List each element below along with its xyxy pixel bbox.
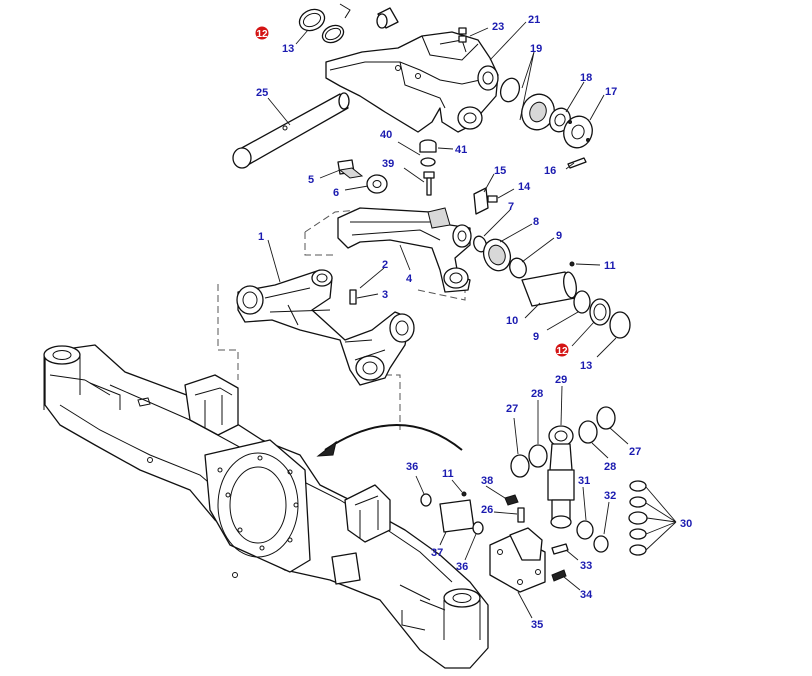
assembly-direction-arrow [316, 424, 463, 457]
callout-5: 5 [308, 174, 314, 186]
o-ring-9-top [509, 257, 527, 279]
callout-6: 6 [333, 187, 339, 199]
callout-12-bottom: 12 [556, 346, 568, 357]
sleeve-37 [439, 499, 475, 533]
callout-26: 26 [481, 504, 493, 516]
callout-40: 40 [380, 129, 392, 141]
o-ring-36-bottom [472, 521, 484, 535]
callout-13-top: 13 [282, 43, 294, 55]
callout-18: 18 [580, 72, 592, 84]
highlight-badge-12-bottom [555, 343, 569, 357]
callout-27-right: 27 [629, 446, 641, 458]
pin-26 [517, 507, 525, 523]
callout-15: 15 [494, 165, 506, 177]
callout-11-bottom: 11 [442, 468, 454, 480]
callout-35: 35 [531, 619, 543, 631]
callout-10: 10 [506, 315, 518, 327]
callout-32: 32 [604, 490, 616, 502]
callout-9-top: 9 [556, 230, 562, 242]
callout-37: 37 [431, 547, 443, 559]
leader-lines [267, 21, 677, 619]
callout-14: 14 [518, 181, 531, 193]
bearing-19 [521, 93, 555, 131]
callout-41: 41 [455, 144, 467, 156]
bolt-5 [337, 159, 364, 179]
seal-ring-12-bottom [589, 298, 611, 326]
bracket-15 [473, 187, 489, 215]
highlight-badge-12-top [255, 26, 269, 40]
seal-28-right [578, 420, 598, 444]
seal-28-left [528, 444, 548, 468]
callout-11-top: 11 [604, 260, 616, 272]
callout-labels: 12 13 23 21 19 18 17 25 40 41 39 16 15 5… [255, 14, 692, 631]
bolt-38 [504, 494, 519, 506]
axle-housing [43, 344, 489, 669]
pin-33 [551, 543, 569, 555]
callout-28-left: 28 [531, 388, 543, 400]
mounting-bracket-35 [489, 527, 546, 593]
ring-31 [576, 520, 594, 540]
callout-4: 4 [406, 273, 413, 285]
callout-25: 25 [256, 87, 268, 99]
bolt-34 [551, 569, 567, 582]
callout-8: 8 [533, 216, 539, 228]
callout-23: 23 [492, 21, 504, 33]
upper-link-arm [337, 207, 472, 293]
callout-19: 19 [530, 43, 542, 55]
pivot-bracket [236, 269, 415, 386]
callout-3: 3 [382, 289, 388, 301]
callout-21: 21 [528, 14, 540, 26]
callout-9-bottom: 9 [533, 331, 539, 343]
callout-33: 33 [580, 560, 592, 572]
o-ring-19 [499, 77, 521, 103]
callout-12-top: 12 [256, 29, 268, 40]
callout-16: 16 [544, 165, 556, 177]
seal-7 [473, 235, 487, 253]
seal-kit-30 [628, 480, 648, 556]
seal-27-left [510, 454, 530, 478]
callout-30: 30 [680, 518, 692, 530]
washer-41 [420, 157, 436, 167]
bolt-39 [423, 171, 435, 196]
callout-28-right: 28 [604, 461, 616, 473]
o-ring-36-top [420, 493, 432, 507]
callout-1: 1 [258, 231, 264, 243]
bolt-14 [487, 195, 498, 203]
nut-40 [419, 139, 437, 153]
snap-ring-13-top [321, 24, 345, 44]
callout-36-bottom: 36 [456, 561, 468, 573]
callout-29: 29 [555, 374, 567, 386]
o-ring-9-bottom [573, 290, 591, 314]
top-mount-housing [325, 31, 499, 133]
top-pins [339, 3, 399, 29]
grease-nipples-23 [458, 27, 467, 43]
washer-6 [366, 174, 388, 194]
callout-27-left: 27 [506, 403, 518, 415]
sleeve-10 [521, 271, 577, 307]
seal-ring-12-top [298, 8, 326, 32]
callout-17: 17 [605, 86, 617, 98]
callout-36-top: 36 [406, 461, 418, 473]
callout-13-bottom: 13 [580, 360, 592, 372]
grease-nipple-11-top [569, 261, 575, 267]
callout-38: 38 [481, 475, 493, 487]
cover-plate-17 [563, 115, 593, 149]
seal-27-right [596, 406, 616, 430]
pin-2 [349, 289, 357, 305]
pivot-pin [232, 92, 350, 169]
ring-32 [593, 535, 609, 553]
snap-ring-13-bottom [609, 311, 631, 339]
hydraulic-cylinder-29 [547, 425, 575, 529]
callout-34: 34 [580, 589, 593, 601]
bearing-8 [482, 238, 512, 272]
grease-nipple-11-bottom [461, 491, 467, 497]
callout-2: 2 [382, 259, 388, 271]
callout-31: 31 [578, 475, 590, 487]
callout-7: 7 [508, 201, 514, 213]
callout-39: 39 [382, 158, 394, 170]
bolt-16 [567, 157, 587, 169]
